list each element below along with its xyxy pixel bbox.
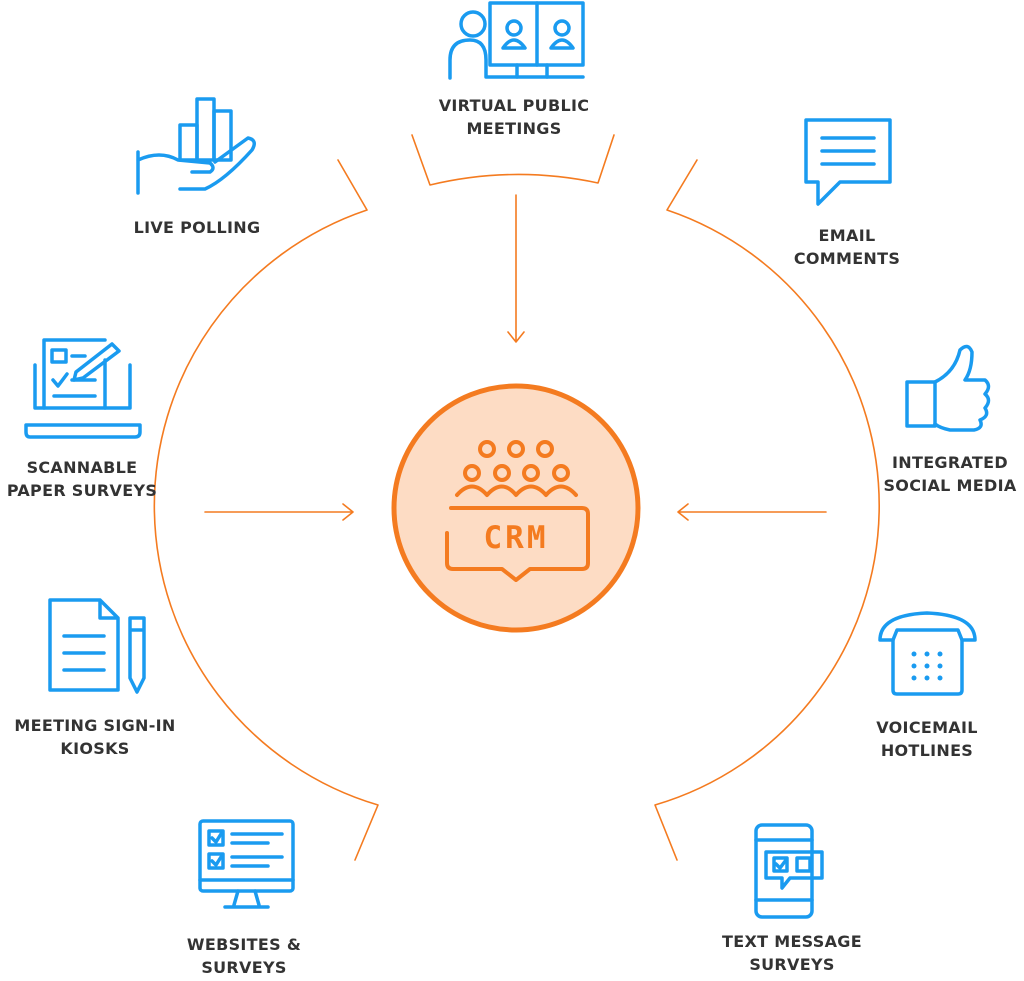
crm-label: CRM bbox=[483, 520, 549, 556]
connector-arcs bbox=[153, 134, 880, 861]
label-line: VIRTUAL PUBLIC bbox=[438, 96, 590, 115]
label-line: SOCIAL MEDIA bbox=[883, 476, 1017, 495]
label-voicemail-hotlines: VOICEMAIL HOTLINES bbox=[876, 716, 977, 762]
label-line: LIVE POLLING bbox=[133, 218, 261, 237]
label-line: MEETINGS bbox=[466, 119, 562, 138]
top-arrow bbox=[507, 194, 525, 343]
right-arc bbox=[654, 159, 880, 861]
hand-chart-icon bbox=[136, 97, 256, 195]
label-scannable-paper-surveys: SCANNABLE PAPER SURVEYS bbox=[7, 456, 157, 502]
label-line: PAPER SURVEYS bbox=[6, 481, 158, 500]
label-email-comments: EMAIL COMMENTS bbox=[794, 224, 900, 270]
laptop-checklist-icon bbox=[24, 338, 142, 439]
label-line: MEETING SIGN-IN bbox=[14, 716, 176, 735]
label-text-message-surveys: TEXT MESSAGE SURVEYS bbox=[722, 930, 862, 976]
label-line: INTEGRATED bbox=[892, 453, 1008, 472]
label-line: TEXT MESSAGE bbox=[722, 932, 862, 951]
label-line: SURVEYS bbox=[201, 958, 287, 977]
label-line: EMAIL bbox=[818, 226, 876, 245]
label-line: SCANNABLE bbox=[26, 458, 138, 477]
document-pencil-icon bbox=[48, 598, 146, 694]
label-line: COMMENTS bbox=[793, 249, 901, 268]
speech-bubble-icon bbox=[804, 118, 892, 206]
label-meeting-sign-in-kiosks: MEETING SIGN-IN KIOSKS bbox=[14, 714, 175, 760]
smartphone-message-icon bbox=[754, 823, 824, 919]
label-websites-surveys: WEBSITES & SURVEYS bbox=[187, 933, 301, 979]
monitor-checklist-icon bbox=[198, 819, 295, 909]
label-live-polling: LIVE POLLING bbox=[134, 216, 261, 239]
left-arrow bbox=[204, 503, 354, 521]
left-arc bbox=[153, 159, 379, 861]
label-line: WEBSITES & bbox=[186, 935, 302, 954]
video-conference-icon bbox=[448, 1, 585, 80]
right-arrow bbox=[677, 503, 827, 521]
audience-icon bbox=[445, 440, 590, 582]
label-line: SURVEYS bbox=[749, 955, 835, 974]
label-integrated-social-media: INTEGRATED SOCIAL MEDIA bbox=[883, 451, 1016, 497]
label-line: KIOSKS bbox=[60, 739, 130, 758]
telephone-icon bbox=[878, 611, 977, 696]
top-arc bbox=[411, 134, 615, 186]
label-virtual-public-meetings: VIRTUAL PUBLIC MEETINGS bbox=[439, 94, 590, 140]
thumbs-up-icon bbox=[905, 344, 991, 432]
label-line: VOICEMAIL bbox=[876, 718, 978, 737]
label-line: HOTLINES bbox=[880, 741, 974, 760]
crm-hub bbox=[391, 383, 641, 633]
